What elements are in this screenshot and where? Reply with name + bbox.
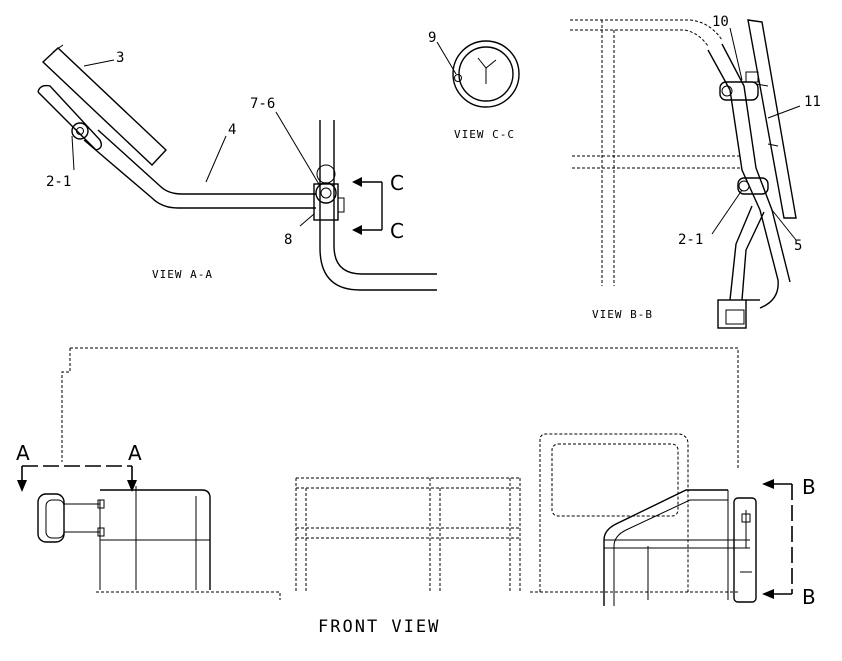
section-letter-c-top: C <box>390 171 404 195</box>
view-aa: 3 4 2-1 7-6 8 C C VIEW A-A <box>37 44 437 291</box>
front-view-caption: FRONT VIEW <box>318 617 440 637</box>
callout-8: 8 <box>284 232 292 248</box>
section-bb-marker <box>762 479 793 599</box>
left-lamp <box>37 493 105 543</box>
callout-3: 3 <box>116 50 124 66</box>
callout-11: 11 <box>804 94 821 110</box>
callout-7-6: 7-6 <box>250 96 275 112</box>
callout-2-1-view-aa: 2-1 <box>46 174 71 190</box>
section-letter-a-right: A <box>128 441 142 465</box>
right-handrail <box>603 489 750 606</box>
bracket-tube <box>83 129 316 209</box>
callout-9: 9 <box>428 30 436 46</box>
callout-10: 10 <box>712 14 729 30</box>
tube-outer-circle <box>452 40 520 108</box>
cab <box>539 433 689 592</box>
view-bb-caption: VIEW B-B <box>592 308 653 321</box>
section-letter-b-top: B <box>802 475 816 499</box>
tube-inner-circle <box>458 46 514 102</box>
handrail-section <box>316 120 437 291</box>
view-cc: 9 VIEW C-C <box>428 30 520 141</box>
middle-rail <box>295 477 521 592</box>
clamp-upper <box>719 71 759 101</box>
section-letter-c-bottom: C <box>390 219 404 243</box>
section-aa-marker <box>17 465 137 492</box>
bracket-tube-bb <box>707 43 791 309</box>
clamp-block <box>313 182 345 221</box>
section-letter-a-left: A <box>16 441 30 465</box>
right-lamp <box>733 497 757 603</box>
callout-4: 4 <box>228 122 236 138</box>
lamp-panel <box>747 19 797 219</box>
view-cc-caption: VIEW C-C <box>454 128 515 141</box>
callout-2-1-view-bb: 2-1 <box>678 232 703 248</box>
section-letter-b-bottom: B <box>802 585 816 609</box>
left-handrail <box>99 486 211 590</box>
clamp-circle <box>71 122 89 140</box>
callout-5: 5 <box>794 238 802 254</box>
lamp-housing <box>37 44 167 166</box>
view-aa-caption: VIEW A-A <box>152 268 213 281</box>
base-block <box>717 299 760 329</box>
front-view: A A B B FRONT VIEW <box>16 347 816 637</box>
section-cc-marker <box>352 177 383 235</box>
view-bb: 10 11 2-1 5 VIEW B-B <box>570 14 821 329</box>
clamp-lower <box>737 177 769 195</box>
